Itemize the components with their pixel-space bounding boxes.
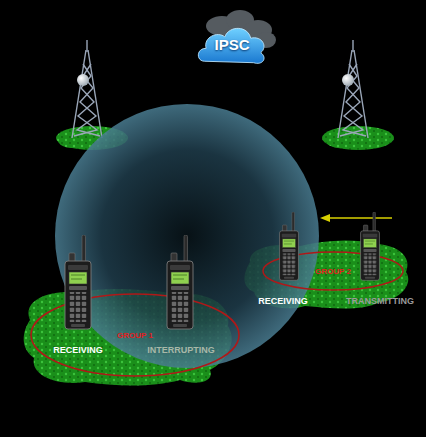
coverage-area	[55, 104, 319, 368]
cloud-node: IPSC	[196, 21, 268, 67]
status-label: RECEIVING	[53, 345, 103, 355]
radio-interrupting	[167, 235, 193, 329]
cloud-outline	[198, 28, 264, 63]
radio-transmitting	[361, 212, 380, 280]
status-label: TRANSMITTING	[346, 296, 414, 306]
group-ellipse: GROUP 2	[262, 251, 404, 291]
transmission-arrow	[320, 214, 392, 222]
group-label: GROUP 1	[117, 331, 153, 340]
status-label: INTERRUPTING	[147, 345, 215, 355]
group-ellipse: GROUP 1	[30, 293, 240, 377]
radio-receiving	[280, 212, 299, 280]
status-label: RECEIVING	[258, 296, 308, 306]
right-tower	[322, 40, 394, 150]
group-label: GROUP 2	[315, 267, 351, 276]
radio-receiving	[65, 235, 91, 329]
group-ring	[31, 294, 239, 376]
network-label: IPSC	[214, 36, 249, 53]
group-ring	[263, 252, 403, 290]
